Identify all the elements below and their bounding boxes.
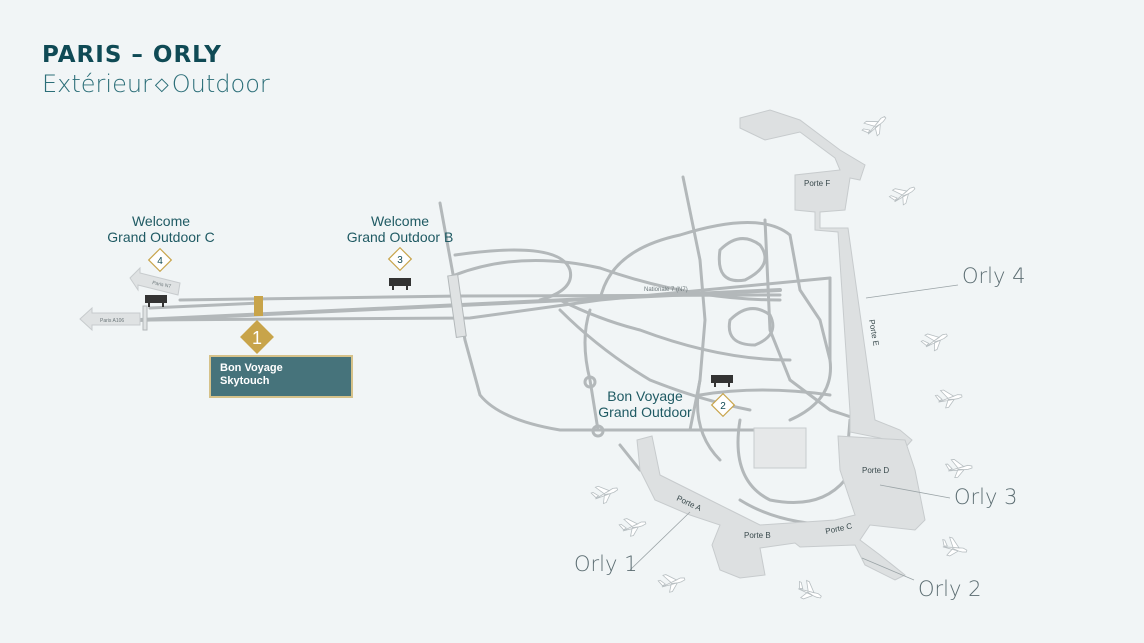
billboard-icon (145, 295, 167, 307)
terminal-label-orly2: Orly 2 (918, 577, 982, 601)
road-label-n7: Nationale 7 (N7) (644, 287, 688, 293)
label-line: Bon Voyage (607, 388, 683, 404)
road-network (138, 175, 862, 527)
marker-number-3: 3 (397, 255, 403, 266)
label-line: Welcome (370, 213, 430, 229)
zone-marker-2 (710, 392, 736, 418)
page-title: PARIS – ORLY (42, 42, 222, 68)
marker-number-2: 2 (720, 401, 726, 412)
road-gantry (142, 305, 148, 331)
gate-label-e: Porte E (867, 319, 880, 347)
callout-bon-voyage-skytouch: Bon Voyage Skytouch (209, 355, 353, 398)
label-line: Grand Outdoor B (346, 229, 454, 245)
billboard-icon (389, 278, 411, 290)
direction-arrow-icon (129, 266, 181, 296)
label-bon-voyage-grand-outdoor: Bon Voyage Grand Outdoor (587, 388, 703, 420)
zone-marker-3 (387, 246, 413, 272)
terminal-buildings (636, 109, 926, 581)
gate-label-f: Porte F (804, 179, 830, 188)
terminal-label-orly3: Orly 3 (954, 485, 1018, 509)
label-line: Welcome (131, 213, 191, 229)
gate-label-d: Porte D (862, 466, 889, 475)
gate-label-b: Porte B (744, 531, 771, 540)
subtitle-en: Outdoor (171, 70, 270, 98)
overpass (447, 274, 467, 338)
skytouch-pillar (254, 296, 263, 316)
zone-marker-4 (147, 247, 173, 273)
road-label-paris-n7: Paris N7 (152, 280, 172, 290)
subtitle-fr: Extérieur (42, 70, 152, 98)
parking-area (753, 427, 807, 469)
direction-arrow-icon (79, 306, 141, 332)
billboard-icon (711, 375, 733, 387)
road-label-paris-a106: Paris A106 (100, 318, 124, 324)
callout-line: Bon Voyage (220, 362, 283, 374)
page-subtitle: Extérieur◇Outdoor (42, 70, 270, 98)
label-line: Grand Outdoor (598, 404, 692, 420)
zone-marker-1 (240, 320, 274, 354)
label-welcome-grand-outdoor-b: Welcome Grand Outdoor B (336, 213, 464, 245)
terminal-label-orly4: Orly 4 (962, 264, 1026, 288)
callout-line: Skytouch (220, 375, 270, 387)
label-welcome-grand-outdoor-c: Welcome Grand Outdoor C (98, 213, 224, 245)
label-line: Grand Outdoor C (107, 229, 215, 245)
marker-number-1: 1 (252, 328, 262, 348)
diamond-separator: ◇ (154, 74, 169, 95)
marker-number-4: 4 (157, 256, 163, 267)
terminal-label-orly1: Orly 1 (574, 552, 638, 576)
